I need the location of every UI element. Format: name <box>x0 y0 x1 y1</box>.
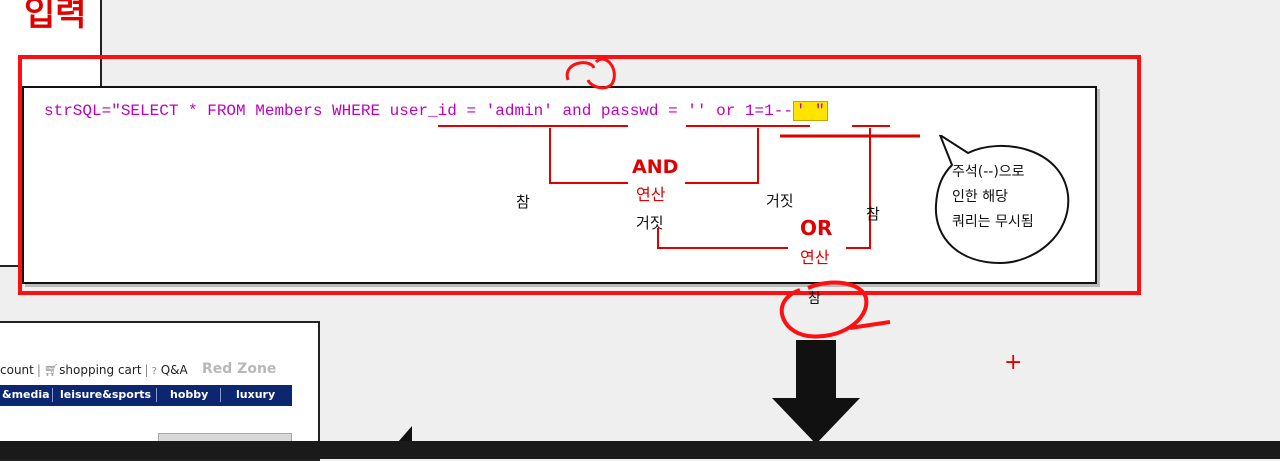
category-divider <box>156 388 157 402</box>
website-fragment: count|🛒︎shopping cart|? Q&A Red Zone &me… <box>0 321 320 461</box>
speech-bubble <box>934 135 1070 265</box>
result-circle <box>779 280 891 339</box>
and-result-false-label: 거짓 <box>636 214 664 232</box>
category-luxury[interactable]: luxury <box>236 388 276 401</box>
false-label-1: 거짓 <box>766 192 794 210</box>
question-icon: ? <box>151 366 157 377</box>
or-bracket <box>657 128 871 249</box>
nav-link-qa[interactable]: Q&A <box>160 363 188 377</box>
nav-link-shopping-cart[interactable]: shopping cart <box>59 363 142 377</box>
nav-link-account[interactable]: count <box>0 363 34 377</box>
bubble-line-2: 인한 해당 <box>952 189 1008 205</box>
or-operation-label: 연산 <box>800 248 830 267</box>
category-divider <box>52 388 53 402</box>
red-zone-label: Red Zone <box>202 361 277 377</box>
highlighted-quote: ' " <box>792 101 828 121</box>
code-box <box>22 86 1097 284</box>
and-label: AND <box>632 156 679 178</box>
plus-icon: + <box>1004 350 1023 375</box>
and-operation-label: 연산 <box>636 185 666 204</box>
category-media[interactable]: &media <box>2 388 50 401</box>
or-label: OR <box>800 216 833 240</box>
squiggle-mark <box>565 57 616 90</box>
sql-code-text: strSQL="SELECT * FROM Members WHERE user… <box>44 102 793 120</box>
true-label-1: 참 <box>516 193 530 211</box>
true-label-2: 참 <box>866 205 880 223</box>
down-arrow-icon <box>772 340 860 444</box>
sql-code-line: strSQL="SELECT * FROM Members WHERE user… <box>44 101 828 121</box>
category-leisure-sports[interactable]: leisure&sports <box>60 388 152 401</box>
and-bracket <box>549 128 759 184</box>
category-divider <box>220 388 221 402</box>
bubble-text: 주석(--)으로 인한 해당 쿼리는 무시됨 <box>952 160 1034 235</box>
category-hobby[interactable]: hobby <box>170 388 209 401</box>
cart-icon: 🛒︎ <box>43 363 60 377</box>
bubble-line-1: 주석(--)으로 <box>952 164 1025 180</box>
red-highlight-frame <box>18 55 1141 295</box>
triangle-icon <box>398 426 412 442</box>
final-true-label: 참 <box>808 291 821 307</box>
bubble-line-3: 쿼리는 무시됨 <box>952 214 1034 230</box>
top-nav-links: count|🛒︎shopping cart|? Q&A <box>0 363 188 377</box>
bottom-bar <box>0 441 1280 459</box>
partial-heading: 입력 <box>24 0 87 34</box>
category-bar: &media leisure&sports hobby luxury <box>0 385 292 406</box>
